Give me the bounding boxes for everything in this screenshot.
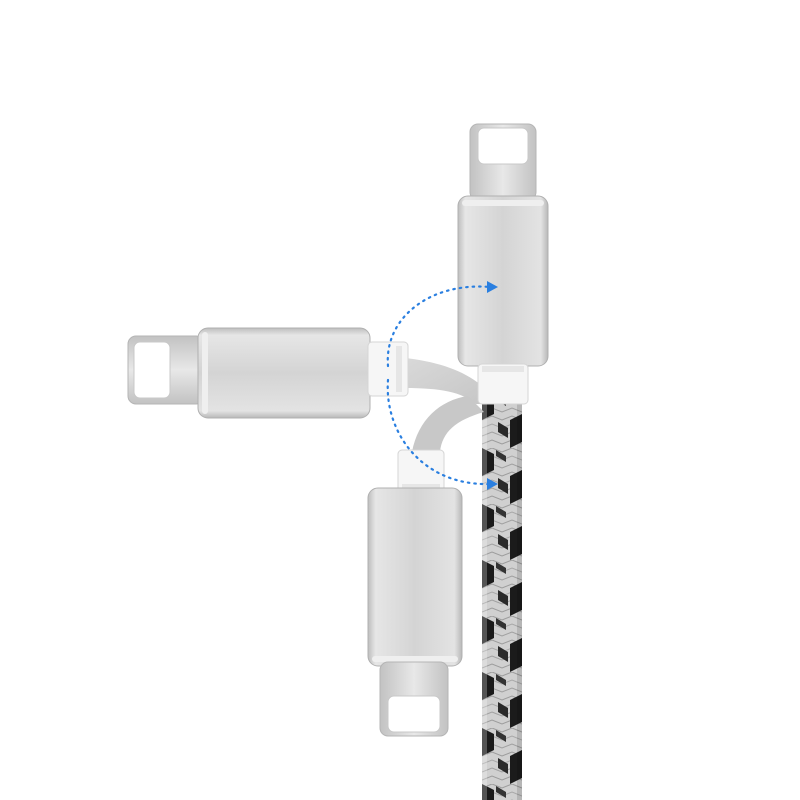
braided-cable xyxy=(482,404,522,800)
connector-bottom xyxy=(367,449,463,737)
connector-top xyxy=(457,123,549,405)
cable-bend-lower xyxy=(412,396,484,452)
cable-bend-upper xyxy=(405,358,488,404)
rotation-arrow-up-icon xyxy=(386,281,498,368)
connector-left xyxy=(127,327,409,419)
rotation-arrow-down-icon xyxy=(386,378,498,490)
